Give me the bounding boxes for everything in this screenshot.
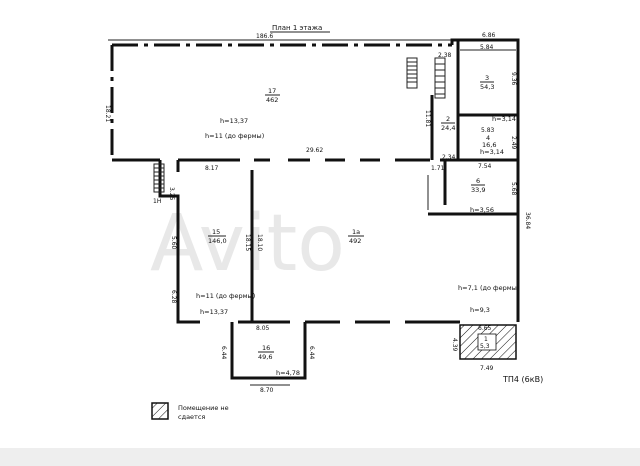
dim-6-65: 6.65 (478, 325, 492, 332)
room2-area: 24,4 (441, 124, 455, 132)
dim-3-25: 3.25 (168, 187, 175, 201)
room1a-truss-height: h=7,1 (до фермы) (458, 284, 519, 292)
room3-area: 54,3 (480, 83, 494, 91)
stairs-left (153, 163, 165, 193)
legend-line1: Помещение не (178, 404, 229, 412)
dim-8-17: 8.17 (205, 165, 219, 172)
wall-room16 (230, 322, 307, 380)
room3-height: h=3,14 (492, 115, 516, 123)
room6-height: h=3,56 (470, 206, 494, 214)
dim-18-10: 18.10 (256, 234, 263, 251)
stairs-top (406, 57, 446, 99)
stair-mark: 1Н (153, 198, 161, 205)
room16-area: 49,6 (258, 353, 272, 361)
legend-line2: сдается (178, 413, 205, 421)
dim-room3-inner: 5.84 (480, 44, 494, 51)
dim-4-39: 4.39 (451, 338, 458, 352)
room4-area: 16,6 (482, 141, 496, 149)
room6-number: 6 (476, 177, 480, 185)
room17-number: 17 (268, 87, 276, 95)
dim-7-54: 7.54 (478, 163, 492, 170)
legend-swatch (151, 402, 169, 420)
room-small-number: 1 (484, 336, 488, 343)
dim-36-84: 36.84 (524, 212, 531, 229)
room-small-area: 5,3 (480, 343, 490, 350)
room16-number: 16 (262, 344, 270, 352)
dim-2-34: 2.34 (442, 154, 456, 161)
dim-2-38: 2.38 (438, 52, 452, 59)
room1a-height: h=9,3 (470, 306, 490, 314)
room2-number: 2 (446, 115, 450, 123)
dim-room3-h: 9.36 (510, 72, 517, 86)
dim-6-28: 6.28 (170, 290, 177, 304)
room17-truss-height: h=11 (до фермы) (205, 132, 264, 140)
dim-8-05: 8.05 (256, 325, 270, 332)
wall-right-block-top (458, 38, 520, 160)
dim-11-81: 11.81 (424, 110, 431, 127)
dim-room3-width: 6.86 (482, 32, 496, 39)
dim-5-83: 5.83 (481, 127, 495, 134)
room16-height: h=4,78 (276, 369, 300, 377)
room6-area: 33,9 (471, 186, 485, 194)
dim-left-height: 18.21 (104, 105, 111, 122)
dim-1-71: 1.71 (431, 165, 445, 172)
room4-number: 4 (486, 134, 490, 142)
room15-number: 15 (212, 228, 220, 236)
hatched-room-label-bg (477, 333, 497, 351)
room15-height: h=13,37 (200, 308, 228, 316)
dim-29-62: 29.62 (306, 147, 323, 154)
dim-2-49: 2.49 (510, 136, 517, 150)
dim-5-68: 5.68 (510, 182, 517, 196)
bottom-strip (0, 448, 640, 466)
room4-height: h=3,14 (480, 148, 504, 156)
tp-label: ТП4 (6кВ) (502, 375, 543, 384)
dim-8-70: 8.70 (260, 387, 274, 394)
room1a-number: 1а (352, 228, 360, 236)
room17-area: 462 (266, 96, 278, 104)
dim-6-44-left: 6.44 (220, 346, 227, 360)
room1a-area: 492 (349, 237, 361, 245)
dim-top-length: 186.6 (256, 33, 273, 40)
room3-number: 3 (485, 74, 489, 82)
dim-18-15: 18.15 (244, 234, 251, 251)
room15-truss-height: h=11 (до фермы) (196, 292, 255, 300)
watermark-text: Avito (150, 199, 345, 289)
wall-right-block-left (450, 38, 460, 160)
room17-height: h=13,37 (220, 117, 248, 125)
room15-area: 146,0 (208, 237, 227, 245)
plan-title: План 1 этажа (272, 24, 322, 32)
dim-5-60: 5.60 (170, 236, 177, 250)
dim-6-44-right: 6.44 (308, 346, 315, 360)
dim-7-49: 7.49 (480, 365, 494, 372)
